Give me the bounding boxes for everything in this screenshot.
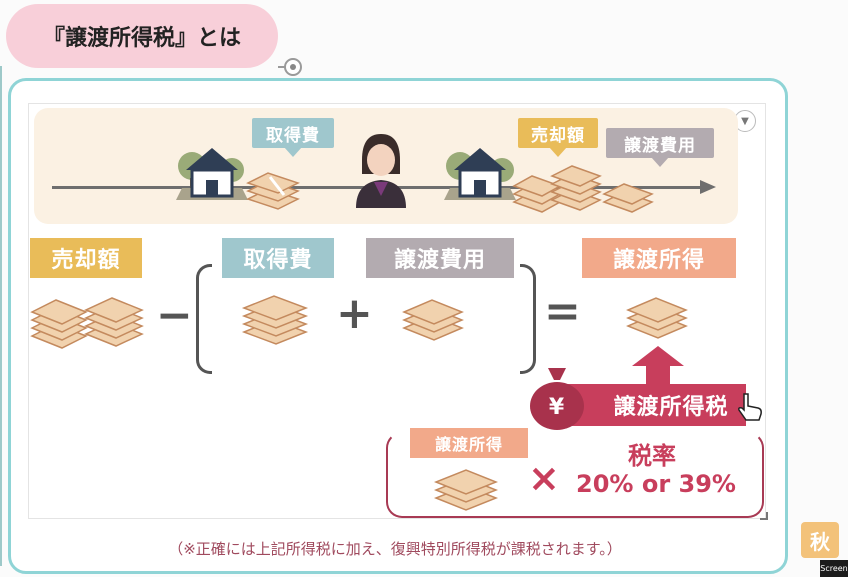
page-title-text: 『譲渡所得税』とは <box>42 26 241 51</box>
house-icon <box>444 148 516 200</box>
connector-rail <box>0 66 8 566</box>
tax-income-chip: 譲渡所得 <box>410 428 528 458</box>
equals-sign: = <box>544 286 581 337</box>
money-stack-icon <box>402 299 464 341</box>
aki-logo: 秋 <box>801 522 839 558</box>
tax-rate-label: 税率 <box>628 442 676 470</box>
connector-handle-icon[interactable] <box>284 58 302 76</box>
page-title: 『譲渡所得税』とは <box>6 4 278 68</box>
hand-cursor-icon <box>738 393 762 421</box>
formula-income-label: 譲渡所得 <box>582 238 736 278</box>
money-stack-icon <box>433 469 499 511</box>
footnote: （※正確には上記所得税に加え、復興特別所得税が課税されます。） <box>168 540 622 558</box>
formula-acquisition-label: 取得費 <box>222 238 334 278</box>
timeline-expense-label: 譲渡費用 <box>606 128 714 167</box>
money-stack-icon <box>241 295 309 345</box>
yen-symbol: ¥ <box>548 394 566 420</box>
close-bracket <box>520 264 536 374</box>
open-bracket <box>196 264 212 374</box>
money-stack-icon <box>246 172 300 210</box>
person-icon <box>356 134 406 208</box>
plus-sign: + <box>336 288 373 339</box>
timeline-arrow-icon <box>700 180 716 194</box>
tax-rate-value: 20% or 39% <box>576 470 736 498</box>
timeline-sale-label: 売却額 <box>518 118 598 157</box>
up-arrow-icon <box>632 346 684 388</box>
tax-banner: 譲渡所得税 <box>566 384 746 426</box>
money-stack-icon <box>30 297 144 349</box>
times-sign: × <box>528 456 560 500</box>
money-stack-icon <box>602 183 654 213</box>
tax-calc-bracket <box>386 432 764 518</box>
yen-bag-icon <box>530 368 584 430</box>
formula-sale-label: 売却額 <box>30 238 142 278</box>
money-stack-icon <box>512 165 602 213</box>
screen-recorder-badge: Screen <box>820 560 848 577</box>
resize-handle-icon[interactable] <box>760 512 768 520</box>
formula-expense-label: 譲渡費用 <box>366 238 514 278</box>
timeline-acquisition-label: 取得費 <box>252 118 334 157</box>
house-icon <box>176 148 248 200</box>
money-stack-icon <box>626 297 688 339</box>
minus-sign: − <box>156 290 193 341</box>
